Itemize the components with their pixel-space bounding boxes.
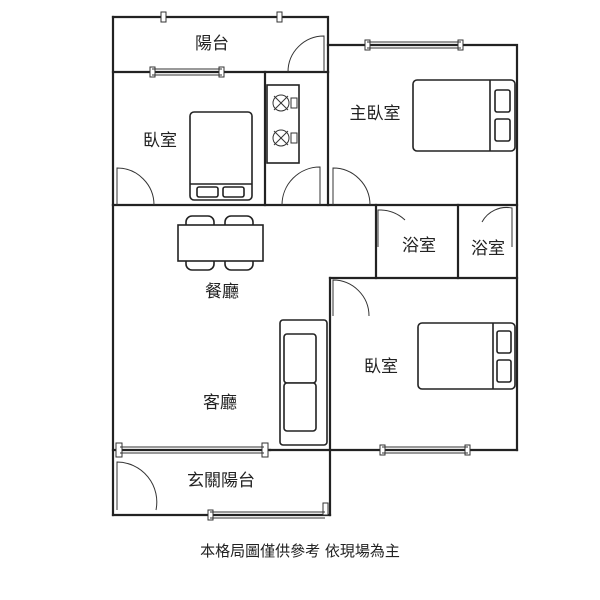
window-markers xyxy=(115,11,471,521)
label-bathroom-2: 浴室 xyxy=(471,239,505,259)
room-labels: 陽台 臥室 主臥室 浴室 浴室 餐廳 客廳 臥室 玄關陽台 xyxy=(143,34,505,491)
walls xyxy=(111,15,519,517)
label-balcony-top: 陽台 xyxy=(195,34,229,54)
label-entrance-balcony: 玄關陽台 xyxy=(187,471,255,491)
label-living: 客廳 xyxy=(203,393,237,413)
sofa xyxy=(279,319,328,446)
bed-left-bedroom xyxy=(189,111,253,201)
label-bathroom-1: 浴室 xyxy=(402,236,436,256)
doors xyxy=(116,35,513,511)
bed-master-bedroom xyxy=(412,79,516,152)
bed-right-bedroom xyxy=(417,322,516,390)
disclaimer-caption: 本格局圖僅供參考 依現場為主 xyxy=(200,542,400,560)
label-dining: 餐廳 xyxy=(205,282,239,302)
label-master-bedroom: 主臥室 xyxy=(350,104,401,124)
dining-table xyxy=(177,215,264,271)
label-bedroom-left: 臥室 xyxy=(143,131,177,151)
label-bedroom-right: 臥室 xyxy=(364,357,398,377)
gas-stove xyxy=(266,84,300,164)
